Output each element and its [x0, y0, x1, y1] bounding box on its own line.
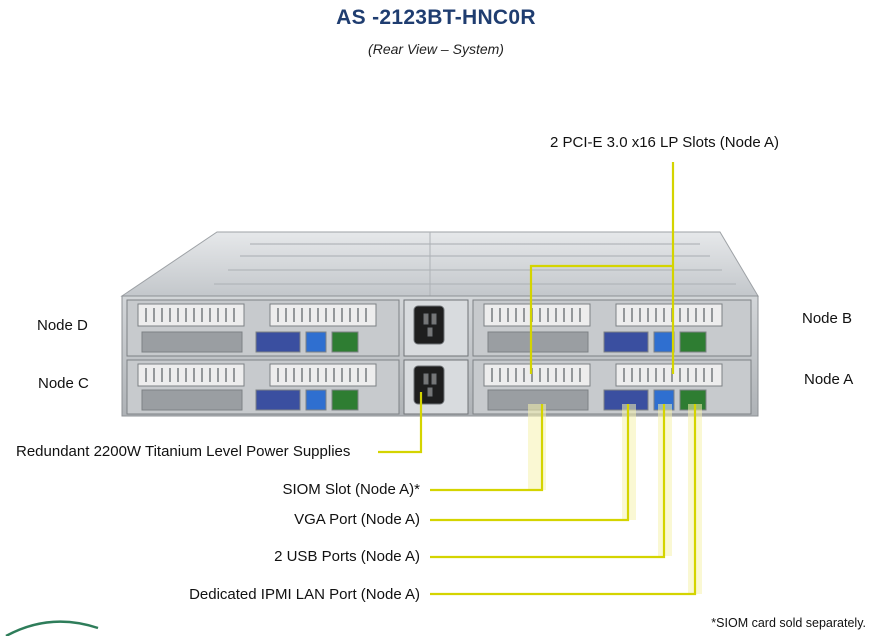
page-title: AS -2123BT-HNC0R — [336, 6, 536, 29]
footnote: *SIOM card sold separately. — [711, 616, 866, 630]
label-node-b: Node B — [802, 310, 853, 327]
top-vents — [214, 243, 736, 285]
chassis-top — [120, 231, 759, 297]
callout-lines — [378, 162, 697, 596]
label-node-c: Node C — [38, 375, 89, 392]
callout-siom — [430, 404, 544, 492]
label-vga-port: VGA Port (Node A) — [294, 511, 420, 528]
callout-usb — [430, 404, 666, 559]
callout-vga — [430, 404, 630, 522]
callout-ipmi — [430, 404, 697, 596]
callout-pcie-bracket — [529, 264, 673, 374]
label-node-d: Node D — [37, 317, 88, 334]
label-node-a: Node A — [804, 371, 854, 388]
label-power-supplies: Redundant 2200W Titanium Level Power Sup… — [16, 443, 351, 460]
node-b — [472, 299, 752, 357]
label-siom-slot: SIOM Slot (Node A)* — [282, 481, 420, 498]
node-d — [126, 299, 400, 357]
label-ipmi-lan-port: Dedicated IPMI LAN Port (Node A) — [189, 586, 420, 603]
logo-swoosh — [5, 620, 99, 636]
callout-glow — [528, 404, 702, 594]
psu-bottom — [403, 359, 469, 415]
pci-vent-hatching — [145, 308, 713, 382]
callout-psu — [378, 392, 423, 454]
label-pcie-slots: 2 PCI-E 3.0 x16 LP Slots (Node A) — [550, 134, 780, 151]
label-usb-ports: 2 USB Ports (Node A) — [274, 548, 420, 565]
node-a — [472, 359, 752, 415]
psu-top — [403, 299, 469, 357]
page-subtitle: (Rear View – System) — [368, 41, 504, 57]
